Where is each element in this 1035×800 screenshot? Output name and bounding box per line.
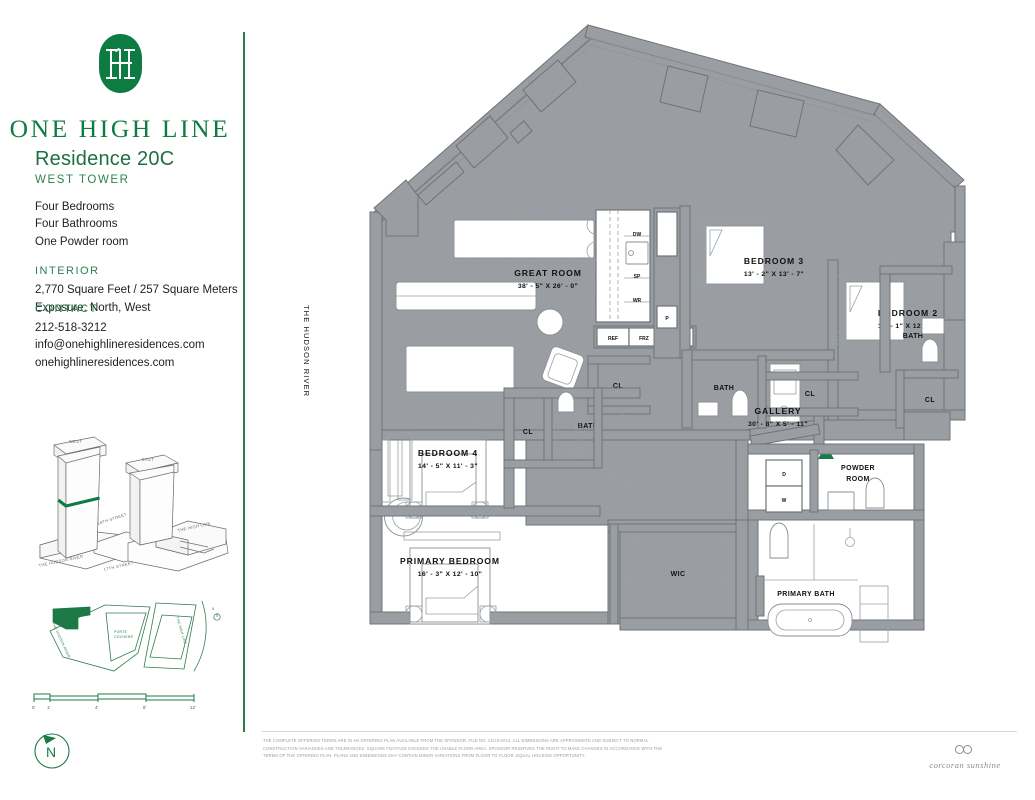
- dryer-label: D: [782, 472, 786, 478]
- great-room-name: GREAT ROOM: [514, 268, 582, 278]
- closet-label-right: CL: [925, 397, 935, 404]
- site-plan-diagram: THE HUDSON RIVER PORTE COCHERE THE HIGH …: [49, 600, 221, 672]
- interior-heading: INTERIOR: [35, 265, 100, 278]
- kitchen-label-wr: WR: [633, 298, 642, 304]
- closet-bedroom4-label: CL: [523, 429, 533, 436]
- tower-label: WEST TOWER: [35, 174, 130, 186]
- room-label-great-room: GREAT ROOM 38' - 5" X 26' - 0": [514, 268, 582, 290]
- feature-item: Four Bathrooms: [35, 218, 118, 231]
- massing-label-west: WEST: [69, 439, 82, 444]
- bedroom4-name: BEDROOM 4: [418, 448, 478, 458]
- wic-label: WIC: [671, 571, 686, 578]
- sidebar: ONE HIGH LINE Residence 20C WEST TOWER F…: [0, 0, 240, 800]
- siteplan-label-porte-1: PORTE: [114, 630, 128, 634]
- corcoran-sunshine-logo-icon: [954, 745, 976, 754]
- building-massing-diagram: WEST EAST 18TH STREET 17TH STREET THE HU…: [38, 436, 229, 572]
- powder-room-label-1: POWDER: [841, 465, 875, 472]
- page-title: Residence 20C: [35, 148, 175, 170]
- room-bath-bedroom4: CL BATH: [503, 387, 641, 509]
- kitchen-label-dw: DW: [633, 232, 642, 238]
- one-high-line-monogram-icon: [98, 34, 142, 93]
- primary-bedroom-dims: 16' - 3" X 12' - 10": [418, 571, 483, 578]
- gallery-name: GALLERY: [754, 406, 801, 416]
- residence-info: Residence 20C WEST TOWER Four Bedrooms F…: [35, 148, 240, 317]
- massing-label-17th-street: 17TH STREET: [103, 560, 134, 572]
- room-primary-bedroom: PRIMARY BEDROOM 16' - 3" X 12' - 10": [373, 439, 501, 625]
- massing-label-18th-street: 18TH STREET: [97, 512, 128, 526]
- scale-tick-8: 8': [143, 705, 146, 710]
- agency-logo: corcoran sunshine: [910, 742, 1020, 770]
- north-arrow-icon: N: [212, 607, 221, 621]
- closet-label-left: CL: [613, 383, 623, 390]
- contact-heading: CONTACT: [35, 303, 98, 315]
- contact-website[interactable]: onehighlineresidences.com: [35, 356, 175, 369]
- bedroom3-name: BEDROOM 3: [744, 256, 804, 266]
- plan-orientation-label: THE HUDSON RIVER: [302, 305, 311, 398]
- feature-item: One Powder room: [35, 235, 129, 248]
- bedroom3-dims: 13' - 2" X 13' - 7": [744, 271, 804, 278]
- contact-info: CONTACT 212-518-3212 info@onehighlineres…: [35, 303, 240, 372]
- siteplan-label-high-line: THE HIGH LINE: [175, 616, 187, 645]
- kitchen-label-ref: REF: [608, 336, 618, 342]
- bath-top-label: BATH: [714, 385, 735, 392]
- great-room-dims: 38' - 5" X 26' - 0": [518, 283, 578, 290]
- footer-divider: [262, 731, 1017, 732]
- room-bedroom-3: BEDROOM 3 13' - 2" X 13' - 7": [679, 173, 804, 359]
- floor-plan-drawing: .wall { fill:#9a9ea3; stroke:#6f7479; st…: [369, 24, 966, 643]
- scale-tick-1: 1': [47, 705, 50, 710]
- scale-tick-4: 4': [95, 705, 98, 710]
- bath-right-label: BATH: [903, 333, 924, 340]
- washer-label: W: [782, 498, 787, 504]
- bath-bedroom4-label: BATH: [578, 423, 599, 430]
- closets-upper: CL CL CL: [587, 355, 959, 441]
- residence-location-highlight: [52, 606, 91, 630]
- kitchen-label-frz: FRZ: [639, 336, 649, 342]
- brand-logo: ONE HIGH LINE: [0, 34, 240, 144]
- kitchen: DW SP WR REF FRZ ST/ DW/ WM: [586, 207, 697, 359]
- exposure: Exposure: North, West: [35, 301, 151, 314]
- feature-list: Four Bedrooms Four Bathrooms One Powder …: [35, 199, 240, 251]
- pantry-label-p: P: [665, 316, 669, 322]
- facade-columns: [373, 59, 895, 237]
- massing-label-east: EAST: [142, 457, 154, 462]
- primary-bedroom-name: PRIMARY BEDROOM: [400, 556, 500, 566]
- room-bath-right: BATH: [879, 215, 953, 373]
- interior-details: 2,770 Square Feet / 257 Square Meters Ex…: [35, 282, 240, 317]
- brand-name: ONE HIGH LINE: [9, 114, 231, 143]
- room-powder: D W POWDER ROOM: [747, 443, 925, 521]
- bedroom2-name: BEDROOM 2: [878, 308, 938, 318]
- powder-room-label-2: ROOM: [846, 476, 869, 483]
- interior-area: 2,770 Square Feet / 257 Square Meters: [35, 284, 238, 297]
- room-primary-bath: PRIMARY BATH: [735, 519, 925, 643]
- agency-name: corcoran sunshine: [929, 760, 1001, 770]
- kitchen-label-sp: SP: [634, 274, 641, 280]
- primary-bath-label-1: PRIMARY BATH: [777, 591, 835, 598]
- bedroom2-dims: 12' - 1" X 12' - 6": [878, 323, 938, 330]
- room-bedroom-2: BEDROOM 2 12' - 1" X 12' - 6": [827, 259, 938, 421]
- contact-phone[interactable]: 212-518-3212: [35, 322, 107, 334]
- siteplan-label-porte-2: COCHERE: [114, 635, 134, 639]
- room-bedroom-4: BEDROOM 4 14' - 5" X 11' - 3": [369, 405, 601, 519]
- feature-item: Four Bedrooms: [35, 201, 115, 213]
- scale-tick-0: 0': [32, 705, 35, 710]
- compass-north-icon: N: [34, 733, 70, 769]
- sidebar-divider: [243, 32, 245, 732]
- closet-label-mid: CL: [805, 391, 815, 398]
- svg-text:N: N: [212, 607, 215, 611]
- legal-disclaimer: THE COMPLETE OFFERING TERMS ARE IN AN OF…: [263, 738, 663, 759]
- scale-bar: 0' 1' 4' 8' 12': [32, 693, 196, 710]
- gallery-dims: 30' - 8" X 5' - 11": [748, 421, 808, 428]
- bedroom4-dims: 14' - 5" X 11' - 3": [418, 463, 478, 470]
- scale-tick-12: 12': [190, 705, 196, 710]
- contact-email[interactable]: info@onehighlineresidences.com: [35, 339, 205, 352]
- compass-letter: N: [46, 744, 56, 760]
